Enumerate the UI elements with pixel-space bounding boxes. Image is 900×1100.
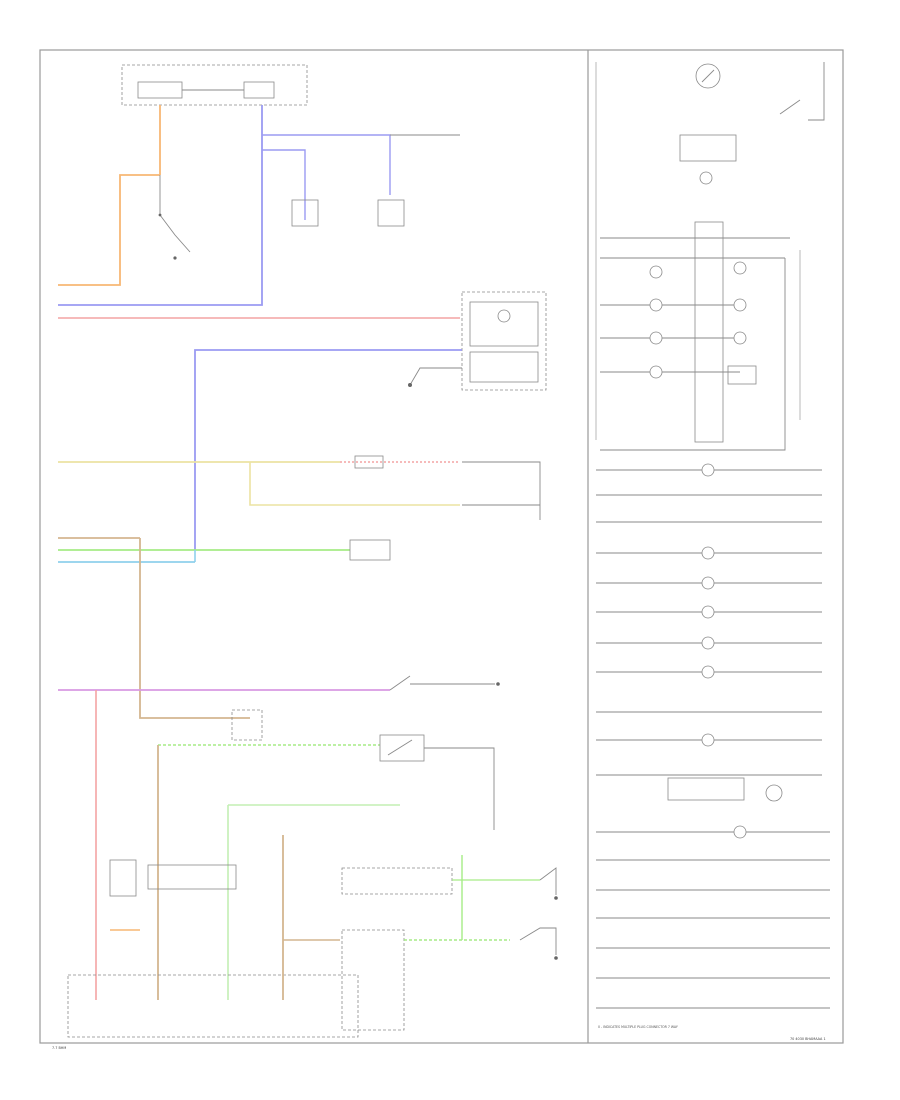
- cluster-bulb-b: [649, 265, 663, 279]
- module-block-right: [243, 81, 275, 99]
- purple-switch: [389, 675, 411, 691]
- cluster-bulb-e: [649, 365, 663, 379]
- indicator-bulb-6: [701, 665, 715, 679]
- lower-fuse-box: [231, 709, 263, 741]
- sensor-ground-dot: [173, 256, 177, 260]
- component-square-b: [377, 199, 405, 227]
- cluster-bulb-g: [733, 298, 747, 312]
- cluster-bulb-f: [733, 261, 747, 275]
- right-box-line: [462, 461, 541, 520]
- cluster-bulb-h: [733, 331, 747, 345]
- relay-box: [379, 734, 425, 762]
- blue-wire-top: [58, 105, 263, 306]
- footer-note: 0 - INDICATES MULTIPLE PLUG CONNECTOR 7 …: [598, 1025, 678, 1029]
- gauge-inner-box-a: [469, 301, 539, 347]
- top-module-group: [121, 64, 308, 106]
- switch-dashed-box: [341, 929, 405, 1031]
- yellow-wire-group: [58, 455, 541, 520]
- module-block-left: [137, 81, 183, 99]
- indicator-bulb-3: [701, 576, 715, 590]
- blue-wire-long: [194, 349, 462, 550]
- orange-wire-run: [58, 174, 160, 286]
- footer-right-text: 70 4030 BHAMAAA 1: [790, 1037, 826, 1041]
- blue-wire-top-group: [58, 105, 460, 306]
- component-square-a: [291, 199, 319, 227]
- cluster-top-box: [679, 134, 737, 162]
- bottom-module-dashed-box: [67, 974, 359, 1038]
- relay-out-line: [424, 747, 495, 830]
- indicator-bulb-8: [733, 825, 747, 839]
- sensor-switch: [159, 214, 191, 253]
- cluster-bulb-a: [699, 171, 713, 185]
- diagram-frame: [39, 49, 844, 1044]
- cluster-block-group: [600, 221, 801, 451]
- indicator-bulb-1: [701, 463, 715, 477]
- cluster-bulb-d: [649, 331, 663, 345]
- gauge-module-bulb: [765, 784, 783, 802]
- upper-switch-dot: [554, 896, 558, 900]
- indicator-dashed-box: [341, 867, 453, 895]
- indicator-bulb-4: [701, 605, 715, 619]
- lower-switch-dot: [554, 956, 558, 960]
- relay-switch: [387, 739, 413, 756]
- right-edge-switch: [779, 99, 801, 115]
- gauge-inner-box-b: [469, 351, 539, 383]
- orange-wire-group: [58, 105, 191, 286]
- gauge-switch-line: [409, 367, 462, 386]
- gauge-dashed-box: [461, 291, 547, 391]
- upper-switch: [539, 867, 557, 895]
- blue-wire-branch-2: [262, 134, 391, 195]
- control-module-box: [147, 864, 237, 890]
- bundle-wires-group: [58, 537, 391, 719]
- lower-switch: [519, 927, 557, 955]
- lower-middle-group: [282, 835, 558, 1031]
- cluster-small-box: [727, 365, 757, 385]
- indicator-bulb-2: [701, 546, 715, 560]
- indicator-bulb-7: [701, 733, 715, 747]
- connector-box: [349, 539, 391, 561]
- cluster-bulb-c: [649, 298, 663, 312]
- lower-module-group: [67, 709, 495, 1038]
- right-panel-top-group: [595, 62, 825, 440]
- gauge-module-box: [667, 777, 745, 801]
- blue-wire-branch: [262, 149, 306, 220]
- indicator-bulb-5: [701, 636, 715, 650]
- cluster-vertical-box: [694, 221, 724, 443]
- resistor-box: [354, 455, 384, 469]
- cluster-return-wire: [600, 258, 786, 451]
- indicator-rows-group: [596, 463, 830, 1009]
- purple-wire-group: [58, 675, 500, 691]
- gauge-box-group: [408, 291, 547, 391]
- gauge-ground-dot: [408, 383, 412, 387]
- yellow-wire-loop: [249, 462, 460, 506]
- top-module-box: [121, 64, 308, 106]
- fuse-module-box: [109, 859, 137, 897]
- gauge-needle-icon: [701, 69, 715, 83]
- gauge-bulb-icon: [497, 309, 511, 323]
- tan-wire-down: [139, 538, 250, 719]
- footer-left-text: 7.7 BHM: [52, 1046, 66, 1050]
- sensor-node: [158, 213, 162, 217]
- right-edge-wire: [808, 62, 825, 121]
- purple-end-dot: [496, 682, 500, 686]
